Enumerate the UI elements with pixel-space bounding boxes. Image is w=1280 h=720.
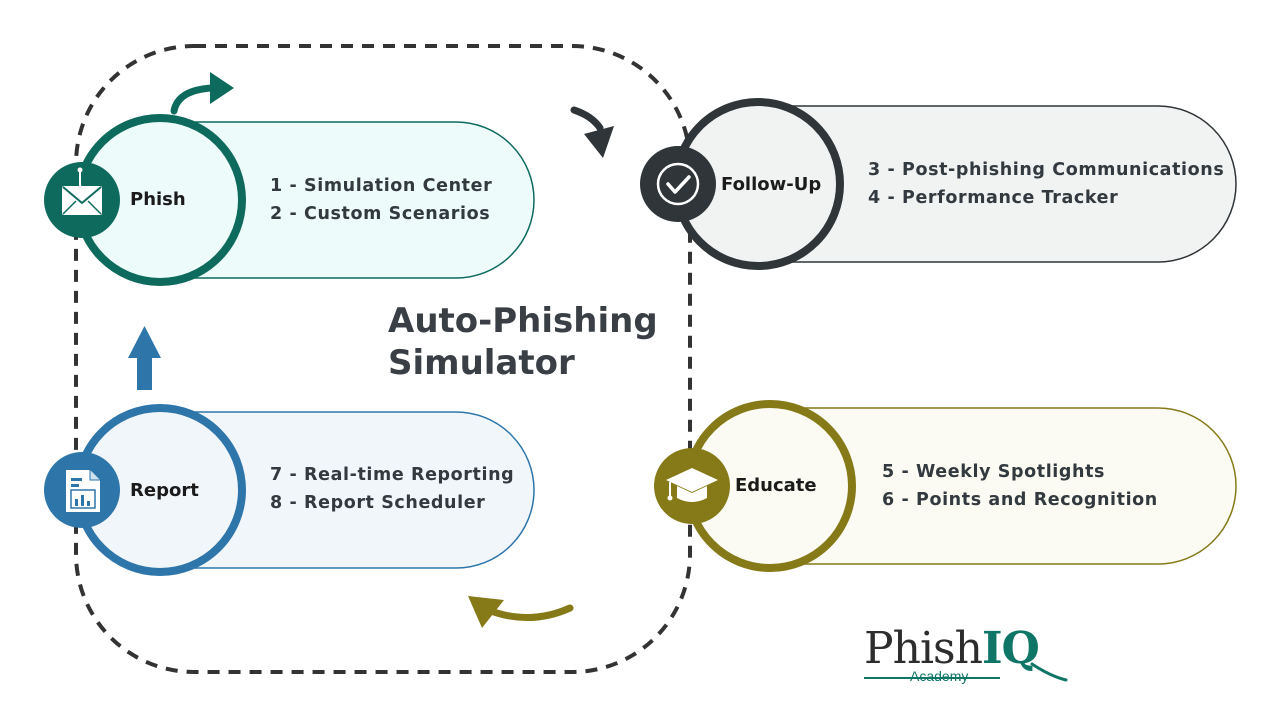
phish-item: 2 - Custom Scenarios [270,204,491,224]
report-item: 8 - Report Scheduler [270,493,486,513]
report-item: 7 - Real-time Reporting [270,465,515,485]
arrow-educate-to-report [468,596,574,628]
envelope-hook-icon [44,162,120,238]
educate-stage [654,400,1237,572]
arrow-phish-to-followup-top [170,72,234,115]
followup-items: 3 - Post-phishing Communications 4 - Per… [868,156,1224,212]
phishiq-logo-mark [864,662,1068,682]
report-items: 7 - Real-time Reporting 8 - Report Sched… [270,461,514,517]
arrow-down-into-followup [570,106,614,158]
logo-accent: IQ [981,623,1040,674]
phish-label: Phish [130,189,186,210]
diagram-title: Auto-Phishing Simulator [388,300,658,384]
phish-items: 1 - Simulation Center 2 - Custom Scenari… [270,172,492,228]
followup-item: 3 - Post-phishing Communications [868,160,1225,180]
educate-item: 6 - Points and Recognition [882,490,1158,510]
report-label: Report [130,480,199,501]
report-document-icon [44,452,120,528]
checkmark-circle-icon [640,146,716,222]
report-pill [159,411,535,569]
diagram-title-line2: Simulator [388,343,575,383]
educate-pill [769,407,1237,565]
followup-pill [757,105,1237,263]
logo-word: Phish [864,623,983,674]
logo-subtitle: Academy [910,668,969,684]
followup-label: Follow-Up [721,174,822,195]
arrow-report-to-phish [128,326,161,390]
educate-item: 5 - Weekly Spotlights [882,462,1106,482]
diagram-title-line1: Auto-Phishing [388,301,658,341]
phishiq-logo: PhishIQ Academy [864,624,1074,688]
report-stage [44,404,535,576]
followup-item: 4 - Performance Tracker [868,188,1119,208]
phish-pill [159,121,535,279]
phish-stage [44,114,535,286]
followup-stage [640,98,1237,270]
graduation-cap-icon [654,448,730,524]
logo-wordmark: PhishIQ [864,623,1040,674]
phish-item: 1 - Simulation Center [270,176,493,196]
dashed-cycle-loop [74,44,692,674]
educate-label: Educate [735,475,817,496]
educate-items: 5 - Weekly Spotlights 6 - Points and Rec… [882,458,1158,514]
